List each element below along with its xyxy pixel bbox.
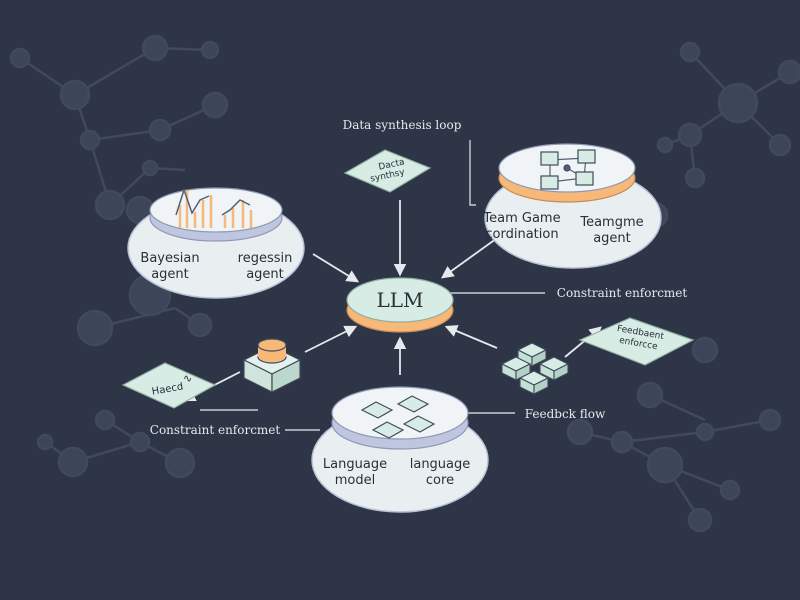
- network-cubes-icon: [540, 149, 596, 190]
- arrow-from-team: [440, 235, 501, 279]
- arrow-from-cluster: [444, 325, 498, 349]
- hook-icon: ∿: [183, 372, 192, 385]
- leader-lines: [200, 140, 545, 431]
- arrow-to-right-card: [564, 326, 602, 358]
- team-right-line1: Teamgme: [579, 215, 643, 230]
- bar-chart-icon: [175, 187, 253, 228]
- language-model-disc: Language model language core: [311, 386, 489, 513]
- left-card-text: Haecd: [151, 381, 184, 397]
- label-data-synthesis-loop: Data synthesis loop: [343, 118, 462, 132]
- left-card: Haecd ∿: [121, 362, 217, 409]
- data-synthesis-card: Dacta synthsy: [343, 149, 432, 193]
- right-card: Feedbaent enforcce: [578, 317, 695, 366]
- language-right-line1: language: [410, 457, 471, 472]
- arrow-from-cube: [304, 325, 358, 353]
- cube-icon: [242, 338, 302, 393]
- language-left-line1: Language: [323, 457, 387, 472]
- cube-cluster-icon: [500, 342, 570, 395]
- llm-node: LLM: [346, 277, 454, 333]
- arrow-from-bayesian: [312, 253, 360, 283]
- team-left-line2: cordination: [485, 227, 558, 242]
- stacked-blocks-icon: [360, 395, 436, 439]
- label-constraint-left: Constraint enforcmet: [150, 423, 281, 437]
- bayesian-left-line1: Bayesian: [140, 251, 199, 266]
- bayesian-right-line2: agent: [246, 267, 284, 282]
- team-left-line1: Team Game: [482, 211, 560, 226]
- label-feedback-flow: Feedbck flow: [525, 407, 606, 421]
- llm-label: LLM: [376, 288, 423, 312]
- team-right-line2: agent: [593, 231, 631, 246]
- bayesian-left-line2: agent: [151, 267, 189, 282]
- team-game-disc: Team Game cordination Teamgme agent: [482, 143, 662, 269]
- bayesian-agent-disc: Bayesian agent regessin agent: [127, 187, 305, 299]
- label-constraint-right: Constraint enforcmet: [557, 286, 688, 300]
- language-left-line2: model: [335, 473, 375, 488]
- bayesian-right-line1: regessin: [238, 251, 293, 266]
- language-right-line2: core: [426, 473, 454, 488]
